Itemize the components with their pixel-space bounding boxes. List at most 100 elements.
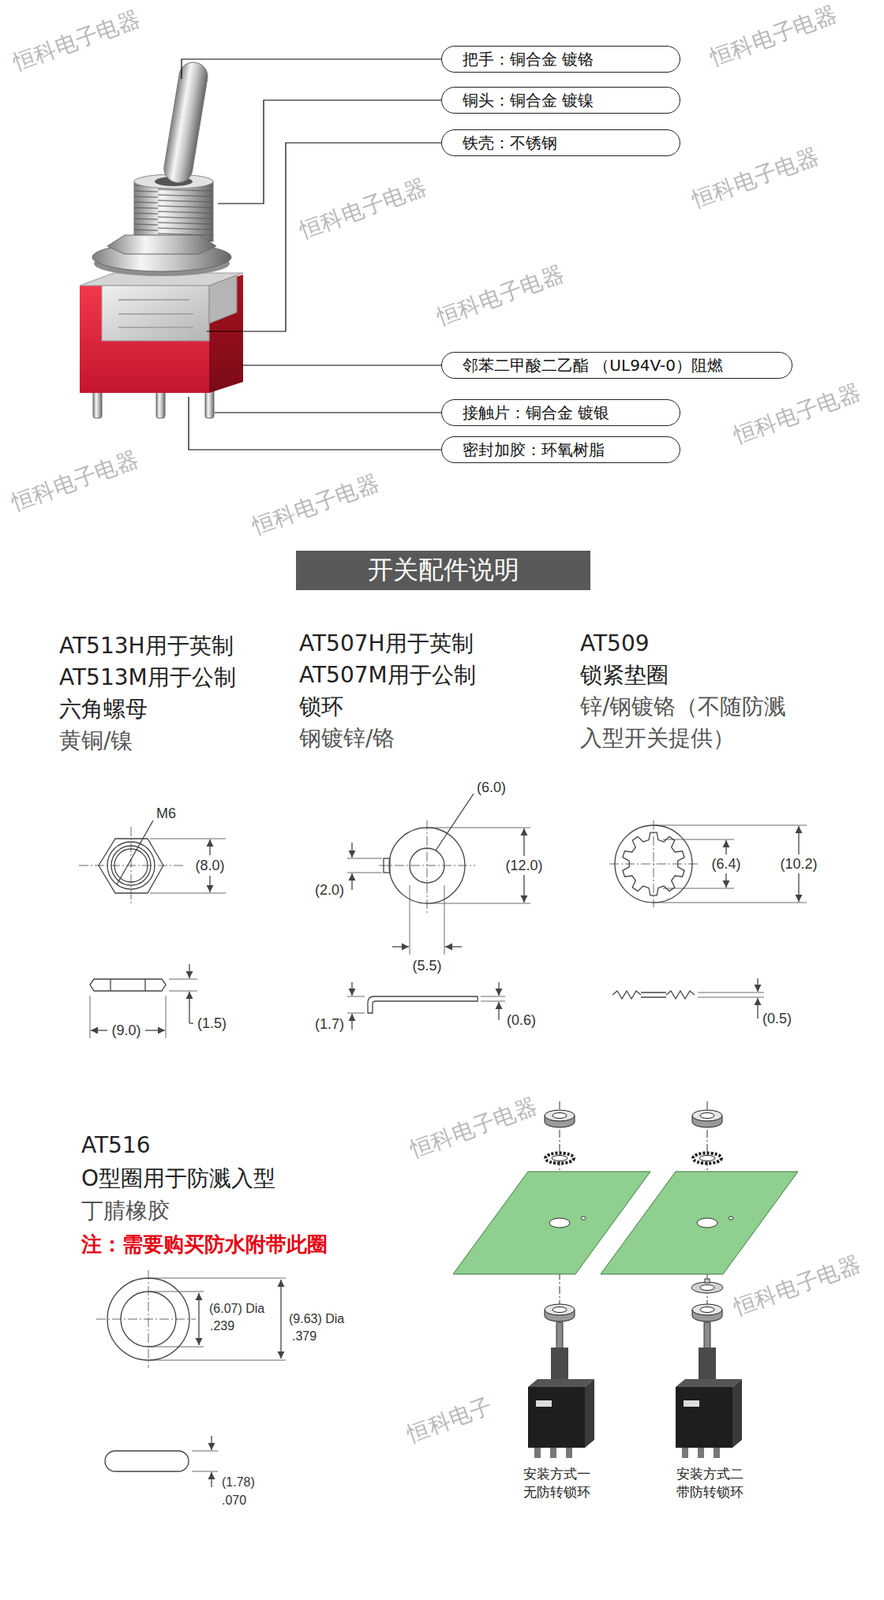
- dimension-label: (1.5): [197, 1015, 227, 1033]
- dimension-label: (1.78): [221, 1475, 255, 1491]
- mounting-illustration: [704, 1279, 710, 1284]
- leader-line: [181, 59, 442, 450]
- mounting-illustration: [696, 1218, 718, 1229]
- toggle-switch-photo: [118, 299, 190, 301]
- lock-ring-drawing: [351, 873, 353, 891]
- lock-ring-drawing: [347, 872, 383, 874]
- lock-ring-drawing: [498, 982, 499, 997]
- mounting-illustration: [691, 1282, 723, 1294]
- lock-washer-drawing: [663, 839, 735, 841]
- watermark: 恒科电子电器: [689, 143, 823, 214]
- hex-nut-drawing: [89, 996, 91, 1039]
- mounting-illustration: [549, 1218, 570, 1229]
- material-note: 黄铜/镍: [59, 728, 133, 754]
- watermark: 恒科电子电器: [434, 261, 568, 331]
- hex-nut-drawing: [209, 839, 210, 856]
- lock-ring-drawing: [430, 903, 531, 905]
- mounting-illustration: [528, 1379, 595, 1388]
- hex-nut-drawing: [149, 893, 226, 895]
- watermark: 恒科电子电器: [249, 470, 383, 540]
- lock-washer-drawing: [797, 873, 799, 903]
- mounting-illustration: [534, 1448, 541, 1459]
- watermark: 恒科电子电器: [730, 1251, 865, 1322]
- mounting-illustration: [732, 1379, 742, 1449]
- mounting-illustration: [528, 1387, 585, 1449]
- mounting-illustration: [700, 1307, 715, 1314]
- watermark: 恒科电子: [404, 1393, 496, 1449]
- leader-line: [206, 142, 442, 332]
- o-ring-drawing: [96, 1270, 286, 1488]
- lock-ring-drawing: [347, 794, 531, 1031]
- callout-text: 把手：铜合金 镀铬: [462, 48, 594, 71]
- part-heading: AT516: [81, 1133, 151, 1159]
- lock-ring-drawing: [430, 827, 531, 829]
- callout-text: 铁壳：不锈钢: [462, 132, 558, 154]
- mounting-illustration: [545, 1153, 574, 1165]
- toggle-switch-photo: [161, 59, 210, 185]
- watermark: 恒科电子电器: [296, 174, 431, 244]
- lock-washer-drawing: [609, 820, 807, 1019]
- warning-note: 注：需要购买防水附带此圈: [81, 1233, 328, 1258]
- o-ring-drawing: [198, 1293, 199, 1346]
- callout-text: 密封加胶：环氧树脂: [462, 439, 605, 461]
- dimension-label: (8.0): [194, 857, 225, 875]
- dimension-label: (2.0): [314, 882, 345, 899]
- dimension-label: (6.0): [476, 779, 506, 797]
- leader-line: [241, 364, 442, 366]
- mounting-illustration: [600, 1172, 798, 1275]
- callout-label: 铁壳：不锈钢: [441, 129, 681, 157]
- mounting-illustration: [692, 1110, 723, 1122]
- watermark: 恒科电子电器: [8, 446, 143, 517]
- lock-washer-drawing: [653, 820, 655, 908]
- mounting-illustration: [713, 1448, 720, 1459]
- dimension-label: (9.0): [111, 1022, 141, 1040]
- toggle-switch-photo: [101, 285, 210, 341]
- hex-nut-drawing: [109, 979, 111, 992]
- lock-washer-drawing: [725, 840, 727, 855]
- lock-washer-drawing: [797, 826, 799, 855]
- o-ring-drawing: [149, 1278, 286, 1280]
- hex-nut-drawing: [89, 979, 166, 992]
- lock-ring-drawing: [444, 885, 446, 956]
- lock-washer-drawing: [756, 978, 758, 993]
- figure-caption: 安装方式一: [523, 1467, 591, 1484]
- toggle-switch-photo: [118, 313, 194, 315]
- dimension-label: (0.6): [506, 1012, 536, 1030]
- lock-ring-drawing: [427, 820, 428, 916]
- leader-line: [214, 412, 442, 413]
- hex-nut-drawing: [165, 996, 167, 1039]
- part-heading: AT513H用于英制: [59, 633, 234, 660]
- lock-ring-drawing: [347, 996, 365, 998]
- lock-ring-drawing: [351, 1014, 353, 1031]
- mounting-illustration: [675, 1387, 733, 1449]
- section-title: 开关配件说明: [367, 553, 520, 589]
- o-ring-drawing: [149, 1292, 204, 1293]
- dimension-label: (9.63) Dia: [288, 1312, 345, 1327]
- hex-nut-drawing: [149, 839, 226, 840]
- material-note: 入型开关提供）: [580, 726, 735, 752]
- dimension-label: (6.4): [711, 856, 741, 873]
- mounting-illustration: [683, 1400, 700, 1408]
- hex-nut-drawing: [145, 1030, 165, 1031]
- lock-ring-drawing: [523, 828, 525, 857]
- hex-nut-drawing: [144, 979, 146, 992]
- lock-ring-drawing: [409, 885, 411, 956]
- o-ring-drawing: [96, 1319, 196, 1321]
- part-heading: 锁环: [299, 694, 344, 720]
- mounting-illustration: [698, 1348, 716, 1380]
- hex-nut-drawing: [168, 979, 198, 981]
- lock-washer-drawing: [697, 992, 765, 994]
- lock-ring-drawing: [347, 1013, 365, 1015]
- toggle-switch-photo: [134, 181, 214, 242]
- leader-line: [181, 59, 442, 79]
- lock-ring-drawing: [480, 1001, 506, 1003]
- lock-ring-drawing: [347, 858, 383, 860]
- o-ring-drawing: [149, 1360, 286, 1362]
- hex-nut-drawing: [131, 827, 132, 907]
- mounting-illustration: [550, 1448, 557, 1459]
- hex-nut-drawing: [168, 991, 198, 993]
- dimension-label: .379: [292, 1329, 317, 1345]
- mounting-illustration: [692, 1153, 722, 1165]
